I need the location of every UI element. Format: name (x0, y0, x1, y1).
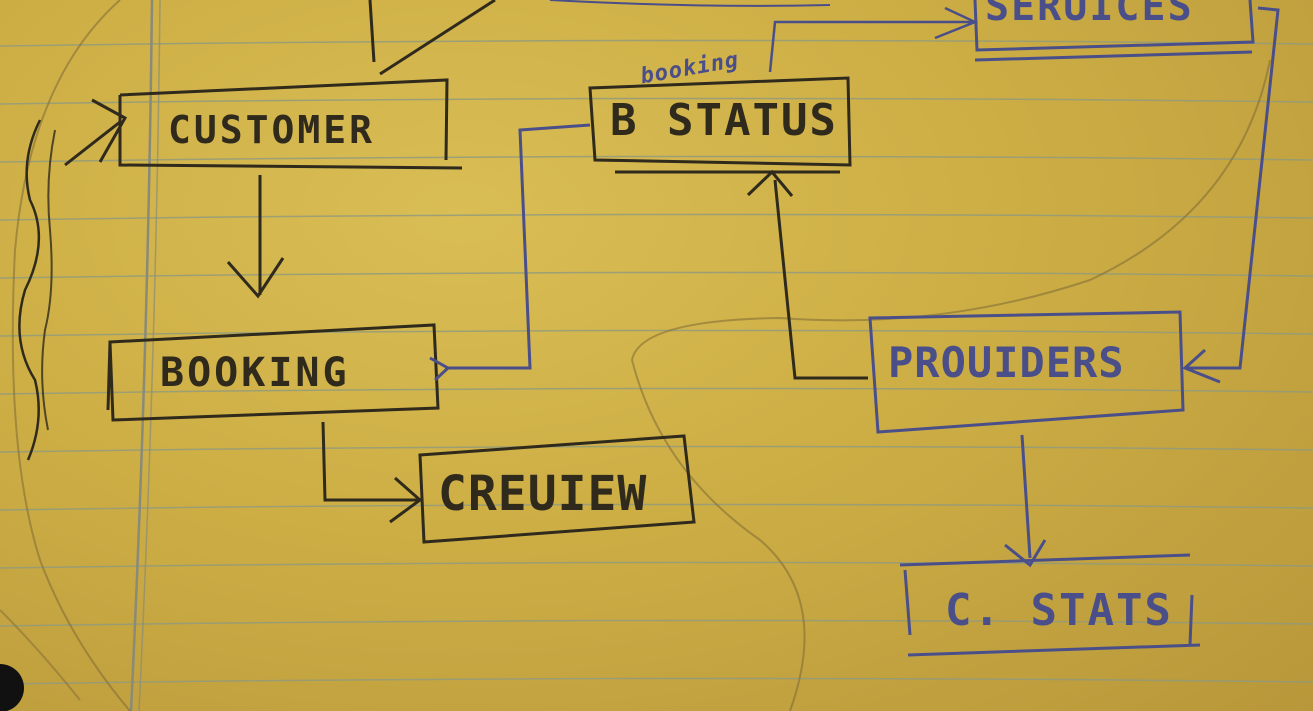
ruled-line (0, 561, 1313, 569)
left-squiggle (41, 129, 56, 431)
ruled-line (0, 329, 1313, 337)
cstats-box (899, 553, 1201, 657)
ruled-line (0, 503, 1313, 511)
background-curve (630, 59, 1271, 711)
booking-box (106, 323, 440, 422)
providers-label: PROUIDERS (888, 338, 1125, 387)
connector-booking-bstatus (429, 123, 591, 382)
ruled-line (0, 39, 1313, 47)
arrow-customer-to-booking (226, 175, 285, 299)
ruled-line (0, 677, 1313, 685)
booking-label: BOOKING (160, 350, 350, 396)
customer-top-lines (368, 0, 496, 76)
ruled-line (0, 445, 1313, 453)
ruled-lines (0, 39, 1313, 685)
providers-box (868, 310, 1185, 434)
ink-dot (0, 664, 24, 711)
arrow-providers-to-bstatus (746, 169, 868, 380)
background-curve (11, 0, 131, 711)
cstats-label: C. STATS (945, 585, 1173, 636)
background-curve (0, 609, 81, 701)
margin-line (129, 0, 154, 711)
arrow-providers-to-cstats (1004, 434, 1047, 568)
customer-label: CUSTOMER (168, 108, 376, 152)
creview-label: CREUIEW (438, 466, 648, 522)
ruled-line (0, 619, 1313, 627)
services-box (973, 0, 1255, 62)
ruled-line (0, 387, 1313, 395)
ruled-line (0, 97, 1313, 105)
creview-box (418, 434, 696, 544)
top-squiggle (549, 0, 831, 7)
ruled-line (0, 271, 1313, 279)
arrow-services-to-providers (1182, 6, 1280, 384)
left-squiggle (18, 119, 42, 461)
ruled-line (0, 213, 1313, 221)
margin-line (138, 0, 161, 711)
bstatus-box (588, 76, 852, 174)
bstatus-label: B STATUS (610, 95, 838, 146)
customer-entry-arrow (64, 98, 128, 167)
arrow-booking-to-creview (321, 421, 423, 524)
ruled-line (0, 155, 1313, 163)
customer-box (118, 78, 463, 170)
services-label: SERUICES (985, 0, 1194, 30)
